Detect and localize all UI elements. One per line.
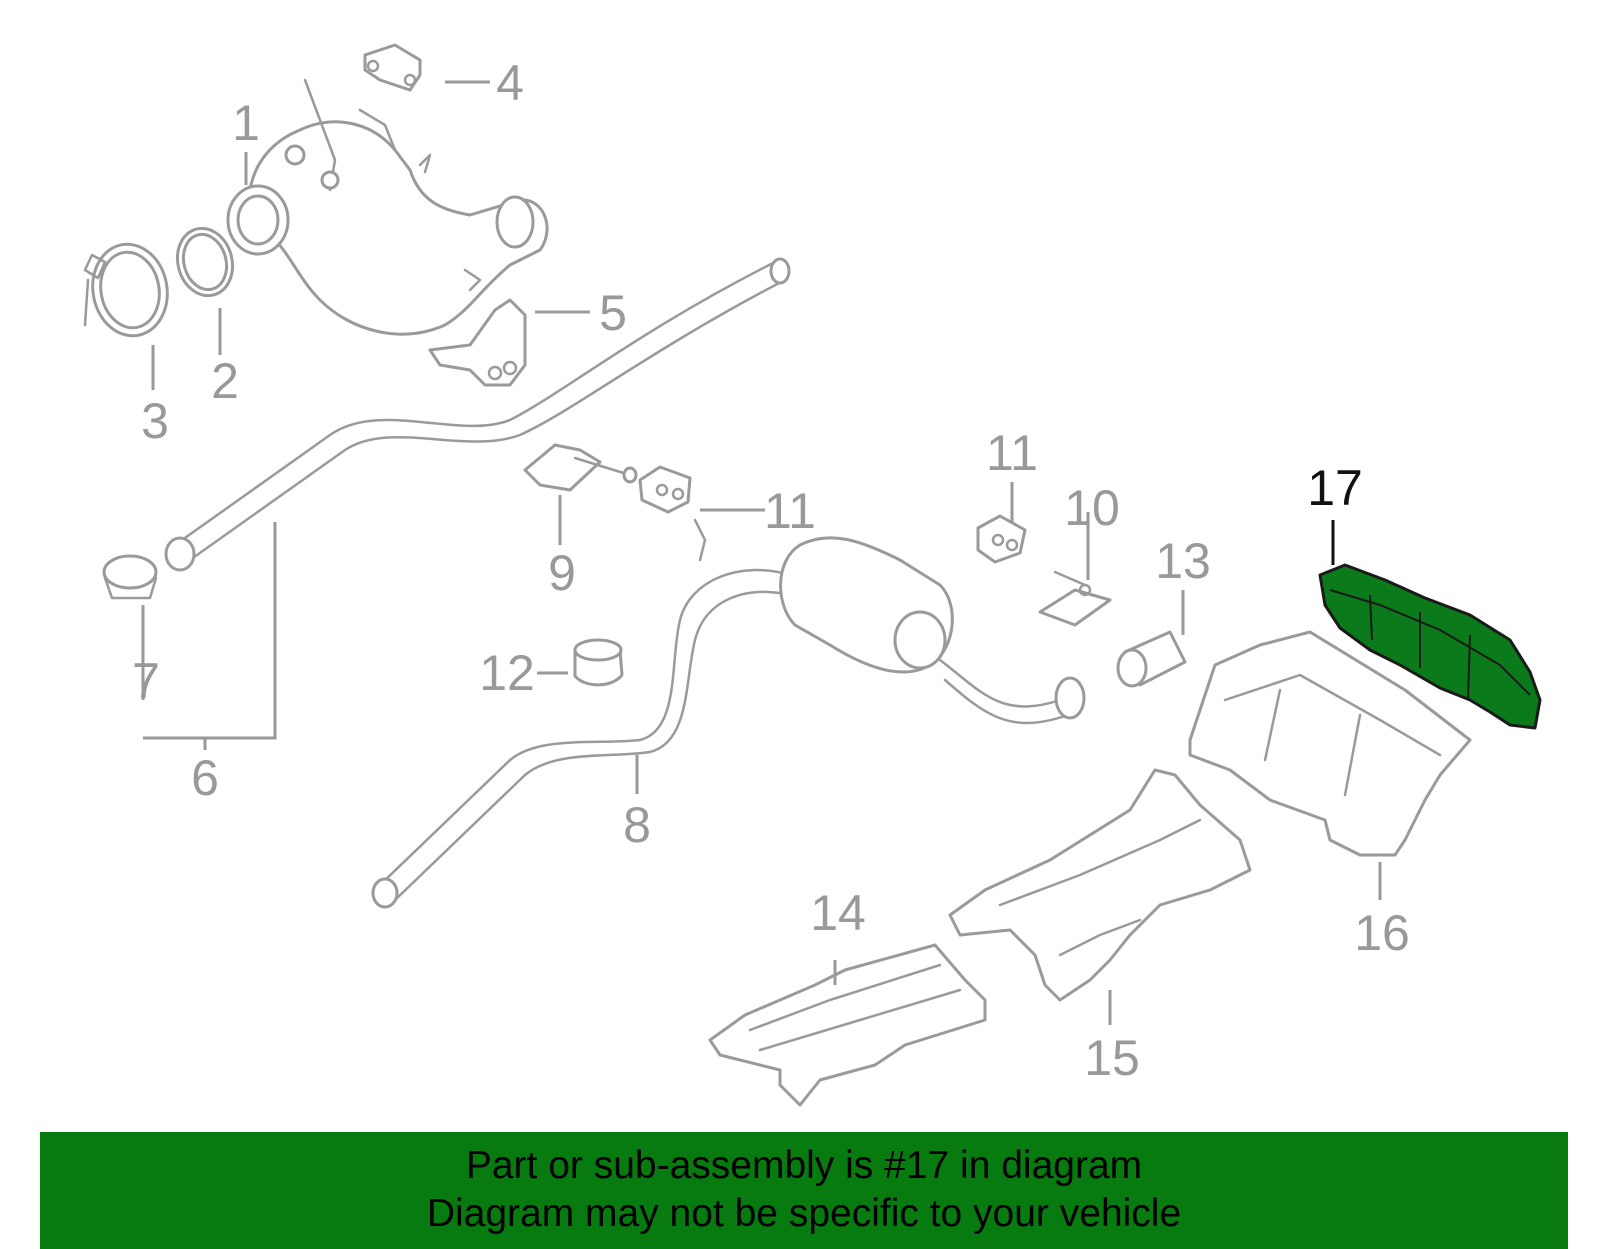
banner-line-1: Part or sub-assembly is #17 in diagram [465, 1144, 1143, 1187]
part-13-sleeve [1116, 630, 1187, 688]
callout-16: 16 [1354, 905, 1410, 961]
part-4-bracket [363, 43, 422, 92]
callout-11-b: 11 [764, 483, 816, 539]
callout-5: 5 [599, 285, 627, 341]
part-12-bushing [573, 638, 624, 687]
callout-4: 4 [496, 55, 524, 111]
part-5-bracket [428, 298, 527, 387]
callout-12: 12 [479, 645, 535, 701]
callout-3: 3 [141, 393, 169, 449]
part-11-insulator-a [638, 465, 692, 514]
callout-14: 14 [810, 885, 866, 941]
part-2-gasket [175, 226, 235, 298]
callout-2: 2 [211, 353, 239, 409]
callout-9: 9 [548, 545, 576, 601]
banner-line-2: Diagram may not be specific to your vehi… [426, 1192, 1182, 1235]
part-16-heat-shield [1188, 630, 1472, 857]
callout-11-a: 11 [986, 425, 1038, 481]
part-10-bracket [1038, 570, 1112, 627]
part-9-hanger [523, 443, 638, 492]
callout-8: 8 [623, 797, 651, 853]
callout-15: 15 [1084, 1030, 1140, 1086]
part-11-insulator-b [976, 514, 1027, 564]
part-14-heat-shield [708, 943, 987, 1107]
leader-lines [141, 80, 1382, 1025]
part-1-catalytic-converter [226, 78, 549, 336]
callout-13: 13 [1155, 533, 1211, 589]
callout-7: 7 [132, 653, 160, 709]
callout-10: 10 [1064, 480, 1120, 536]
part-3-clamp [83, 242, 169, 338]
part-15-heat-shield [948, 768, 1252, 1002]
callout-17: 17 [1307, 460, 1363, 516]
notice-banner: Part or sub-assembly is #17 in diagram D… [40, 1132, 1568, 1249]
callout-labels: 1 2 3 4 5 6 7 8 9 10 11 11 12 13 14 15 1… [132, 55, 1410, 1086]
part-8-muffler-assembly [371, 518, 1086, 909]
part-7-clamp [102, 554, 158, 600]
callout-1: 1 [232, 95, 260, 151]
callout-6: 6 [191, 750, 219, 806]
part-6-front-pipe [164, 257, 791, 572]
part-17-heat-shield-highlighted [1318, 563, 1542, 730]
